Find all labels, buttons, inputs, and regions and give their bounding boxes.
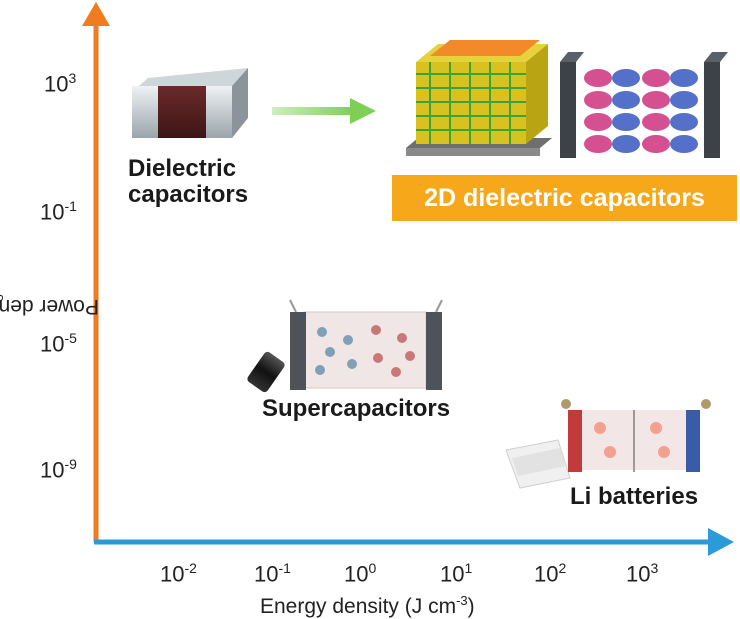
supercapacitor-cell-icon [247,299,443,393]
y-axis-label: Power density (MW cm-3) [0,294,99,318]
dielectric-label-line1: Dielectric [128,155,237,182]
dielectric-capacitor-chip-icon [132,68,248,138]
x-axis [94,528,734,556]
y-tick-label: 10-9 [40,456,77,483]
x-axis-label: Energy density (J cm-3) [260,593,475,618]
flow-arrow [272,98,376,124]
supercapacitors-label: Supercapacitors [262,395,451,422]
y-axis [82,2,110,542]
x-tick-label: 10-1 [254,560,291,587]
x-tick-label: 103 [626,560,659,587]
li-battery-cell-icon [505,399,711,489]
x-tick-label: 102 [534,560,567,587]
x-tick-label: 100 [344,560,377,587]
li-batteries-label: Li batteries [570,483,699,510]
dielectric-label-line2: capacitors [128,181,249,209]
y-tick-label: 10-5 [40,330,77,357]
dielectric-capacitors-label: Dielectric capacitors [128,155,249,209]
x-tick-label: 101 [440,560,473,587]
dipole-capacitor-icon [560,52,728,158]
y-tick-label: 10-1 [40,198,77,225]
2d-dielectric-capacitors-banner: 2D dielectric capacitors [392,175,737,221]
y-tick-label: 103 [44,70,77,97]
2d-material-lattice-icon [406,40,552,156]
x-tick-label: 10-2 [160,560,197,587]
